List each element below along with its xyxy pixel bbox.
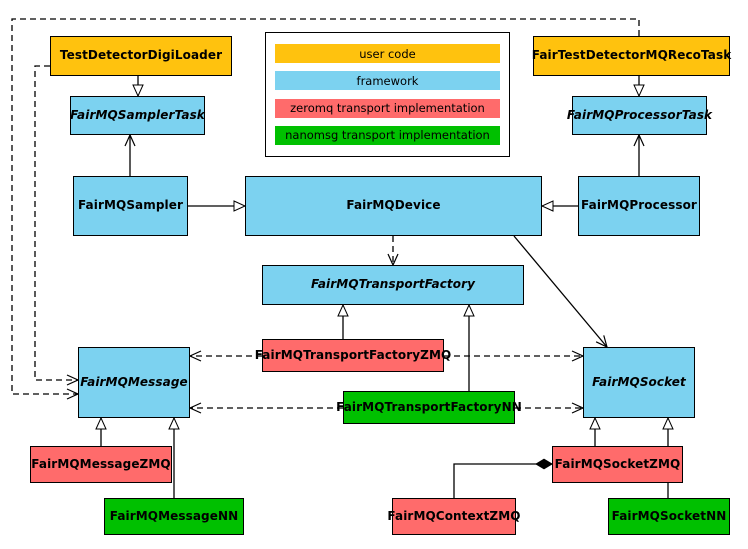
- legend-item-nanomsg: nanomsg transport implementation: [275, 125, 500, 145]
- class-box-fairmqdevice[interactable]: FairMQDevice: [245, 176, 542, 236]
- class-box-fairmqsocket[interactable]: FairMQSocket: [583, 347, 695, 418]
- edge-contextzmq-socketzmq: [453, 458, 553, 498]
- legend-label-framework: framework: [356, 73, 419, 88]
- legend-item-user-code: user code: [275, 44, 500, 64]
- class-box-fairmqmessagezmq[interactable]: FairMQMessageZMQ: [30, 446, 172, 483]
- class-box-fairmqtransportfactoryzmq[interactable]: FairMQTransportFactoryZMQ: [255, 339, 451, 372]
- legend-item-zeromq: zeromq transport implementation: [275, 98, 500, 118]
- legend-item-framework: framework: [275, 71, 500, 91]
- class-box-fairmqprocessor[interactable]: FairMQProcessor: [578, 176, 700, 236]
- class-box-fairmqtransportfactory[interactable]: FairMQTransportFactory: [262, 265, 524, 305]
- legend-label-zeromq: zeromq transport implementation: [290, 101, 485, 116]
- class-box-fairmqsampler[interactable]: FairMQSampler: [73, 176, 188, 236]
- class-box-testdetectordigiloader[interactable]: TestDetectorDigiLoader: [50, 36, 232, 76]
- class-box-fairmqsocketzmq[interactable]: FairMQSocketZMQ: [552, 446, 683, 483]
- legend-label-nanomsg: nanomsg transport implementation: [285, 128, 490, 143]
- class-box-fairmqsocketnn[interactable]: FairMQSocketNN: [608, 498, 730, 535]
- legend: user code framework zeromq transport imp…: [265, 32, 510, 157]
- legend-label-user-code: user code: [359, 46, 416, 61]
- edge-device-socket: [513, 235, 608, 349]
- class-box-fairtestdetectormqrecotask[interactable]: FairTestDetectorMQRecoTask: [532, 36, 731, 76]
- class-box-fairmqcontextzmq[interactable]: FairMQContextZMQ: [387, 498, 520, 535]
- class-box-fairmqsamplertask[interactable]: FairMQSamplerTask: [70, 96, 205, 135]
- class-box-fairmqmessage[interactable]: FairMQMessage: [78, 347, 190, 418]
- class-box-fairmqtransportfactorynn[interactable]: FairMQTransportFactoryNN: [336, 391, 522, 424]
- class-box-fairmqmessagenn[interactable]: FairMQMessageNN: [104, 498, 244, 535]
- class-box-fairmqprocessortask[interactable]: FairMQProcessorTask: [567, 96, 712, 135]
